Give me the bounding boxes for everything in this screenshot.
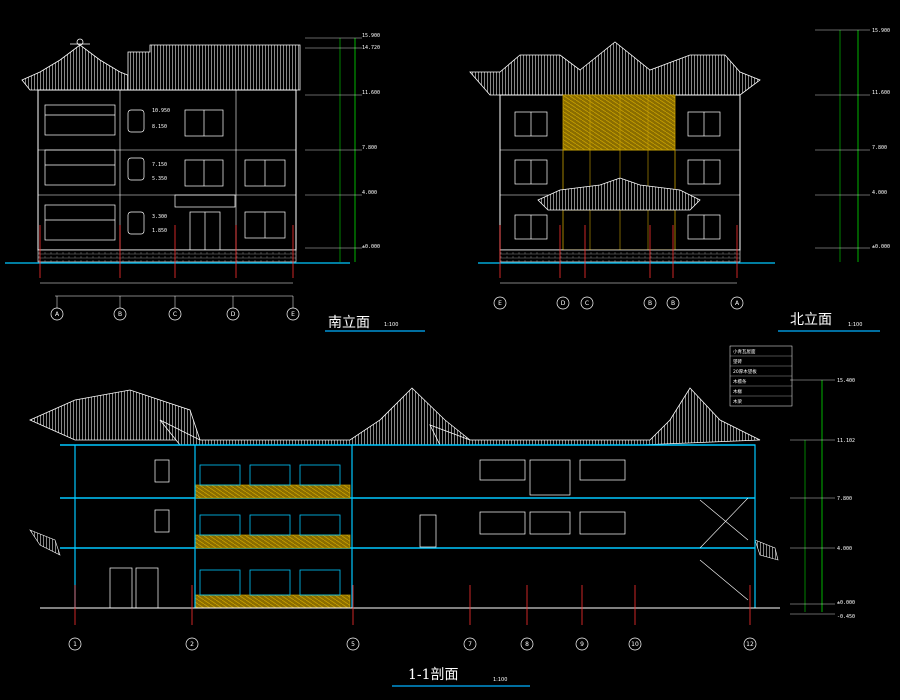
north-grid-label: B [648,300,652,307]
south-level-mark: 10.950 [152,108,170,114]
north-elevation-value: 4.000 [872,190,887,196]
south-side-panels [127,109,145,235]
section-grid-axes: 1 2 5 7 8 9 10 12 [68,637,757,651]
south-elevation-value: 14.720 [362,45,380,51]
north-porch-roof [537,177,701,211]
south-elevation-title: 南立面 [328,315,370,331]
north-central-wood-bay [562,94,676,251]
section-staircase [699,497,749,601]
south-grid-label-a: A [55,311,60,318]
south-building-body [37,89,297,251]
section-grid-label: 9 [580,641,584,648]
section-middle-roof-1 [159,387,471,446]
section-grid-label: 7 [468,641,472,648]
south-pavilion-roof [21,44,136,91]
south-elevation-scale-label: 1:100 [384,322,398,328]
north-grid-label: C [585,300,589,307]
legend-item: 20厚木望板 [733,368,757,375]
section-grid-label: 10 [631,641,639,648]
south-level-mark: 7.150 [152,162,167,168]
section-grid-label: 8 [525,641,529,648]
section-middle-roof-2 [429,387,761,446]
section-elevation-value: 15.400 [837,378,855,384]
south-elevation-value: 4.000 [362,190,377,196]
section-wood-galleries [194,464,351,609]
section-elevation-value: 4.000 [837,546,852,552]
north-grid-label: A [735,300,740,307]
section-windows [109,459,626,609]
north-windows [514,111,721,240]
south-grid-label-c: C [173,311,177,318]
south-grid-label-e: E [291,311,295,318]
legend-item: 小青瓦屋面 [733,348,756,355]
north-grid-label: B [671,300,675,307]
section-title: 1-1剖面 [408,667,459,683]
legend-item: 木檩条 [733,378,747,385]
south-grid-label-b: B [118,311,122,318]
north-elevation-scale-label: 1:100 [848,322,862,328]
section-main-body [74,444,756,609]
south-level-mark: 5.350 [152,176,167,182]
legend-item: 木椽 [733,388,742,395]
south-level-mark: 3.300 [152,214,167,220]
north-elevation-value: ±0.000 [872,244,890,250]
south-grid-axes: A B C D E [50,296,300,321]
north-grid-label: D [561,300,566,307]
section-grid-label: 1 [73,641,77,648]
north-elevation-value: 11.600 [872,90,890,96]
north-elevation-title: 北立面 [790,312,832,328]
section-elevation-value: ±0.000 [837,600,855,606]
south-main-roof [127,44,301,91]
section-grid-label: 5 [351,641,355,648]
south-elevation-value: 15.900 [362,33,380,39]
south-elevation-scale: 15.900 14.720 11.600 7.800 4.000 ±0.000 [305,33,380,262]
section-material-legend: 小青瓦屋面 望砖 20厚木望板 木檩条 木椽 木梁 [729,345,793,407]
south-elevation-value: 11.600 [362,90,380,96]
north-elevation-value: 15.900 [872,28,890,34]
section-elevation-value: -0.450 [837,614,855,620]
section-elevation-value: 7.800 [837,496,852,502]
north-elevation-value: 7.800 [872,145,887,151]
section-elevation-scale: 15.400 11.102 7.800 4.000 ±0.000 -0.450 [790,378,855,620]
section-left-roof [29,389,201,441]
north-grid-label: E [498,300,502,307]
south-pavilion-windows [44,104,116,241]
section-grid-label: 2 [190,641,194,648]
south-level-mark: 1.850 [152,228,167,234]
section-drawing: 1 2 5 7 8 9 10 12 小青瓦屋面 望砖 20厚木望板 [29,345,855,687]
north-main-roof [469,41,761,96]
south-elevation-value: 7.800 [362,145,377,151]
north-grid-axes: E D C B B A [493,296,744,310]
section-elevation-value: 11.102 [837,438,855,444]
south-base [37,249,297,263]
south-windows-upper [184,109,286,239]
south-level-mark: 8.150 [152,124,167,130]
north-elevation-scale: 15.900 11.600 7.800 4.000 ±0.000 [815,28,890,262]
section-grid-label: 12 [746,641,754,648]
section-scale-label: 1:100 [493,677,507,683]
south-elevation-value: ±0.000 [362,244,380,250]
legend-item: 木梁 [733,398,742,405]
south-elevation-drawing: A B C D E 10.950 8.150 7.150 5.350 3.300… [5,33,425,332]
south-grid-label-d: D [231,311,236,318]
north-elevation-drawing: E D C B B A 15.900 11.600 7.800 4.000 ±0… [469,28,890,332]
legend-item: 望砖 [733,358,742,365]
south-entrance-door [174,194,236,251]
south-level-marks: 10.950 8.150 7.150 5.350 3.300 1.850 [152,108,170,234]
